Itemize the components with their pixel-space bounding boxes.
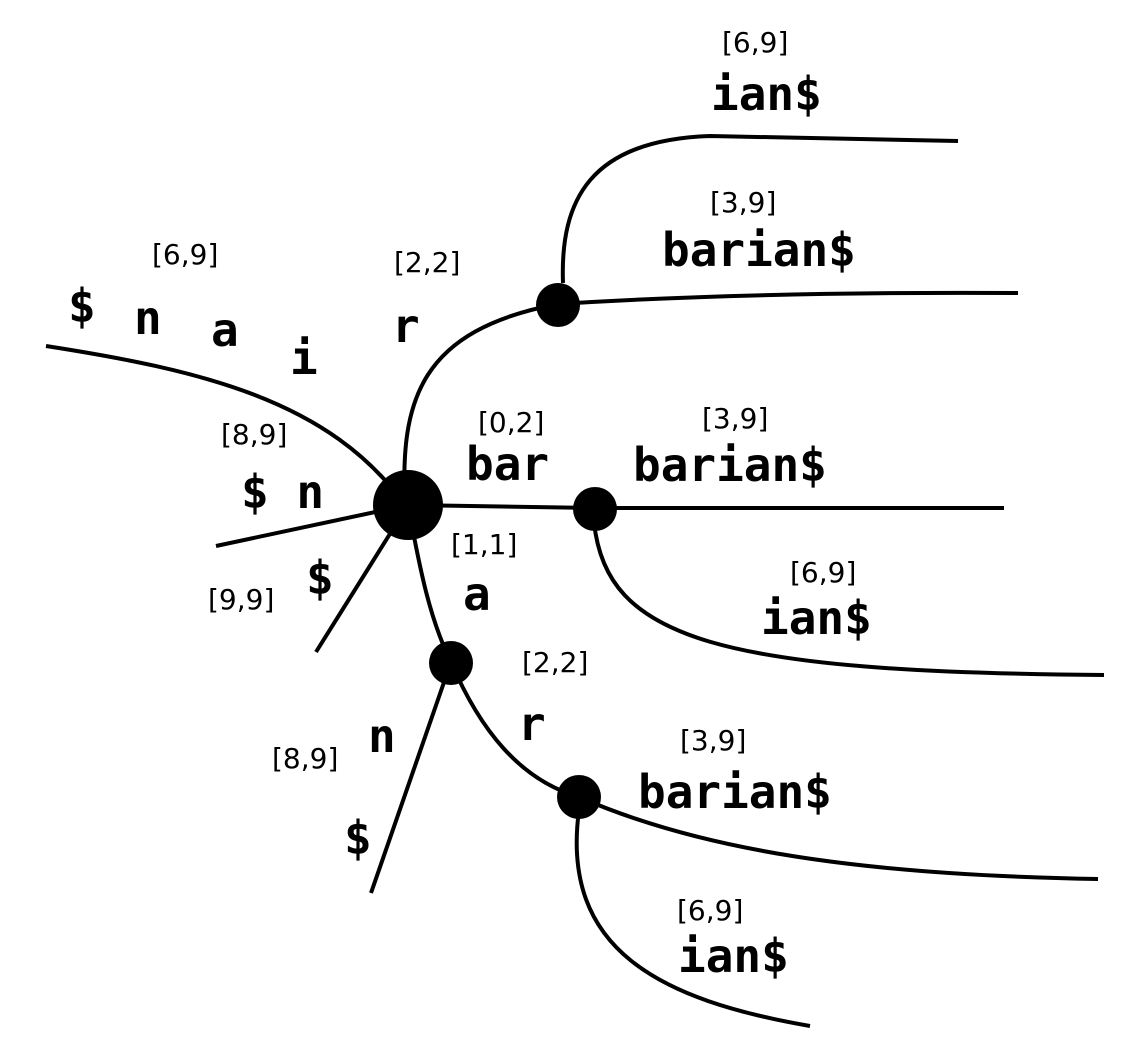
label-bar: bar [466,437,549,491]
label-nair-char-4: i [290,331,318,385]
label-a-n: n [368,709,396,763]
range-nair: [6,9] [152,238,218,271]
range-r-barian: [3,9] [710,186,776,219]
range-n: [8,9] [221,418,287,451]
label-a-n-dollar: $ [344,811,372,865]
range-bar: [0,2] [478,406,544,439]
range-dollar: [9,9] [208,583,274,616]
ar-internal-node [557,775,601,819]
range-a-r: [2,2] [522,646,588,679]
label-ar-barian: barian$ [638,765,832,819]
edge-a-n [369,661,453,894]
range-a: [1,1] [451,528,517,561]
label-r: r [392,299,420,353]
range-bar-barian: [3,9] [702,402,768,435]
label-bar-barian: barian$ [633,438,827,492]
label-r-barian: barian$ [662,223,856,277]
edge-labels: ian$ barian$ $ n a i r bar barian$ $ n $… [68,67,872,983]
label-bar-ian: ian$ [761,591,872,645]
label-n: $ n [241,465,324,519]
range-bar-ian: [6,9] [790,556,856,589]
label-dollar: $ [306,551,334,605]
root-node [373,470,443,540]
range-ar-barian: [3,9] [680,724,746,757]
range-r: [2,2] [394,246,460,279]
label-ar-ian: ian$ [678,929,789,983]
label-r-ian: ian$ [711,67,822,121]
range-a-n: [8,9] [272,742,338,775]
label-a-r: r [518,697,546,751]
range-r-ian: [6,9] [722,26,788,59]
edge-r [402,302,559,506]
edge-nair [45,344,407,507]
edge-ar-barian [578,795,1099,881]
label-nair-char-3: a [211,303,239,357]
range-labels: [6,9] [3,9] [6,9] [2,2] [0,2] [3,9] [8,9… [152,26,856,927]
label-nair-char-2: n [134,291,162,345]
tree-edges [45,133,1105,1028]
label-a: a [463,567,491,621]
edge-a-r [449,661,580,799]
tree-nodes [373,283,617,819]
range-ar-ian: [6,9] [677,894,743,927]
edge-r-ian [560,133,959,284]
label-nair-char-1: $ [68,279,96,333]
edge-r-barian [557,290,1019,306]
edge-bar-ian [592,521,1105,677]
r-internal-node [536,283,580,327]
bar-internal-node [573,487,617,531]
edge-ar-ian [574,809,811,1028]
a-internal-node [429,641,473,685]
